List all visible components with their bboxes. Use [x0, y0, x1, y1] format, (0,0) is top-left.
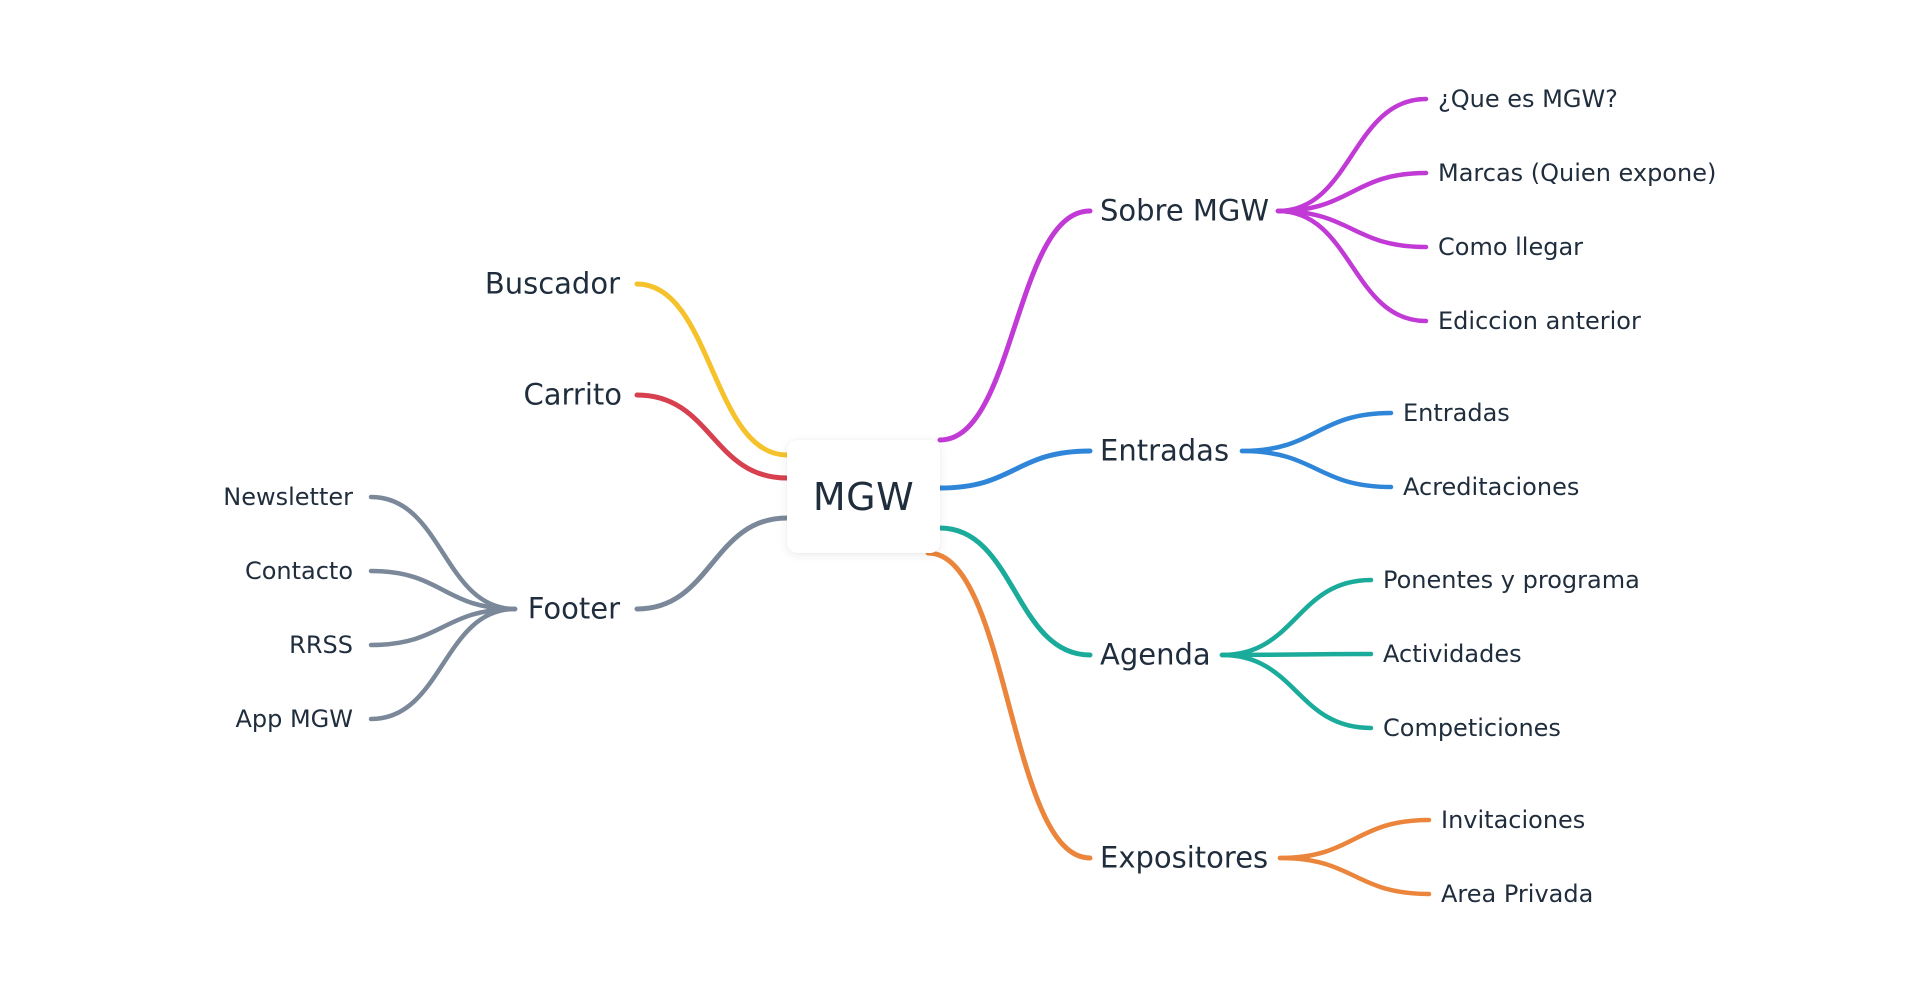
- edge-agenda-sub-2: [1219, 652, 1374, 731]
- edge-footer-sub-0: [368, 494, 518, 612]
- subtopic-contacto[interactable]: Contacto: [244, 557, 353, 585]
- topic-agenda[interactable]: Agenda: [1100, 637, 1211, 672]
- subtopic-como-llegar[interactable]: Como llegar: [1438, 233, 1584, 261]
- edge-agenda-sub-1: [1219, 651, 1374, 658]
- edge-agenda-sub-0: [1219, 577, 1374, 658]
- edge-expositores-sub-0: [1277, 817, 1432, 861]
- edge-carrito: [634, 392, 790, 481]
- subtopic-acreditaciones[interactable]: Acreditaciones: [1403, 473, 1580, 501]
- subtopic-competiciones[interactable]: Competiciones: [1383, 714, 1561, 742]
- subtopic-newsletter[interactable]: Newsletter: [223, 483, 353, 511]
- edge-footer: [634, 515, 790, 612]
- subtopic-marcas[interactable]: Marcas (Quien expone): [1438, 159, 1717, 187]
- subtopic-area-privada[interactable]: Area Privada: [1441, 880, 1594, 908]
- edge-expositores: [925, 550, 1093, 861]
- topic-carrito[interactable]: Carrito: [523, 377, 622, 412]
- topic-footer[interactable]: Footer: [527, 591, 620, 626]
- edge-buscador: [634, 281, 790, 458]
- topic-sobre-mgw[interactable]: Sobre MGW: [1100, 193, 1270, 228]
- topic-buscador[interactable]: Buscador: [484, 266, 620, 301]
- subtopic-ediccion-anterior[interactable]: Ediccion anterior: [1438, 307, 1641, 335]
- edge-sobre-sub-3: [1275, 208, 1429, 324]
- edge-sobre-sub-0: [1275, 96, 1429, 214]
- subtopic-actividades[interactable]: Actividades: [1383, 640, 1522, 668]
- subtopic-rrss[interactable]: RRSS: [289, 631, 353, 659]
- mindmap-edges: [368, 96, 1432, 897]
- edge-entradas-sub-0: [1239, 410, 1394, 454]
- subtopic-app-mgw[interactable]: App MGW: [235, 705, 353, 733]
- root-node[interactable]: MGW: [787, 440, 940, 553]
- edge-footer-sub-2: [368, 606, 518, 648]
- edge-agenda: [937, 525, 1093, 658]
- subtopic-que-es-mgw[interactable]: ¿Que es MGW?: [1438, 85, 1618, 113]
- subtopic-entradas[interactable]: Entradas: [1403, 399, 1510, 427]
- root-node-label: MGW: [812, 474, 915, 519]
- edge-sobre-sub-1: [1275, 170, 1429, 214]
- subtopic-invitaciones[interactable]: Invitaciones: [1441, 806, 1586, 834]
- edge-sobre-mgw: [937, 208, 1093, 443]
- edge-entradas: [937, 448, 1093, 491]
- topic-entradas[interactable]: Entradas: [1100, 433, 1230, 468]
- subtopic-ponentes[interactable]: Ponentes y programa: [1383, 566, 1640, 594]
- edge-expositores-sub-1: [1277, 855, 1432, 897]
- topic-expositores[interactable]: Expositores: [1100, 840, 1269, 875]
- edge-footer-sub-1: [368, 568, 518, 612]
- edge-entradas-sub-1: [1239, 448, 1394, 490]
- edge-footer-sub-3: [368, 606, 518, 722]
- edge-sobre-sub-2: [1275, 208, 1429, 250]
